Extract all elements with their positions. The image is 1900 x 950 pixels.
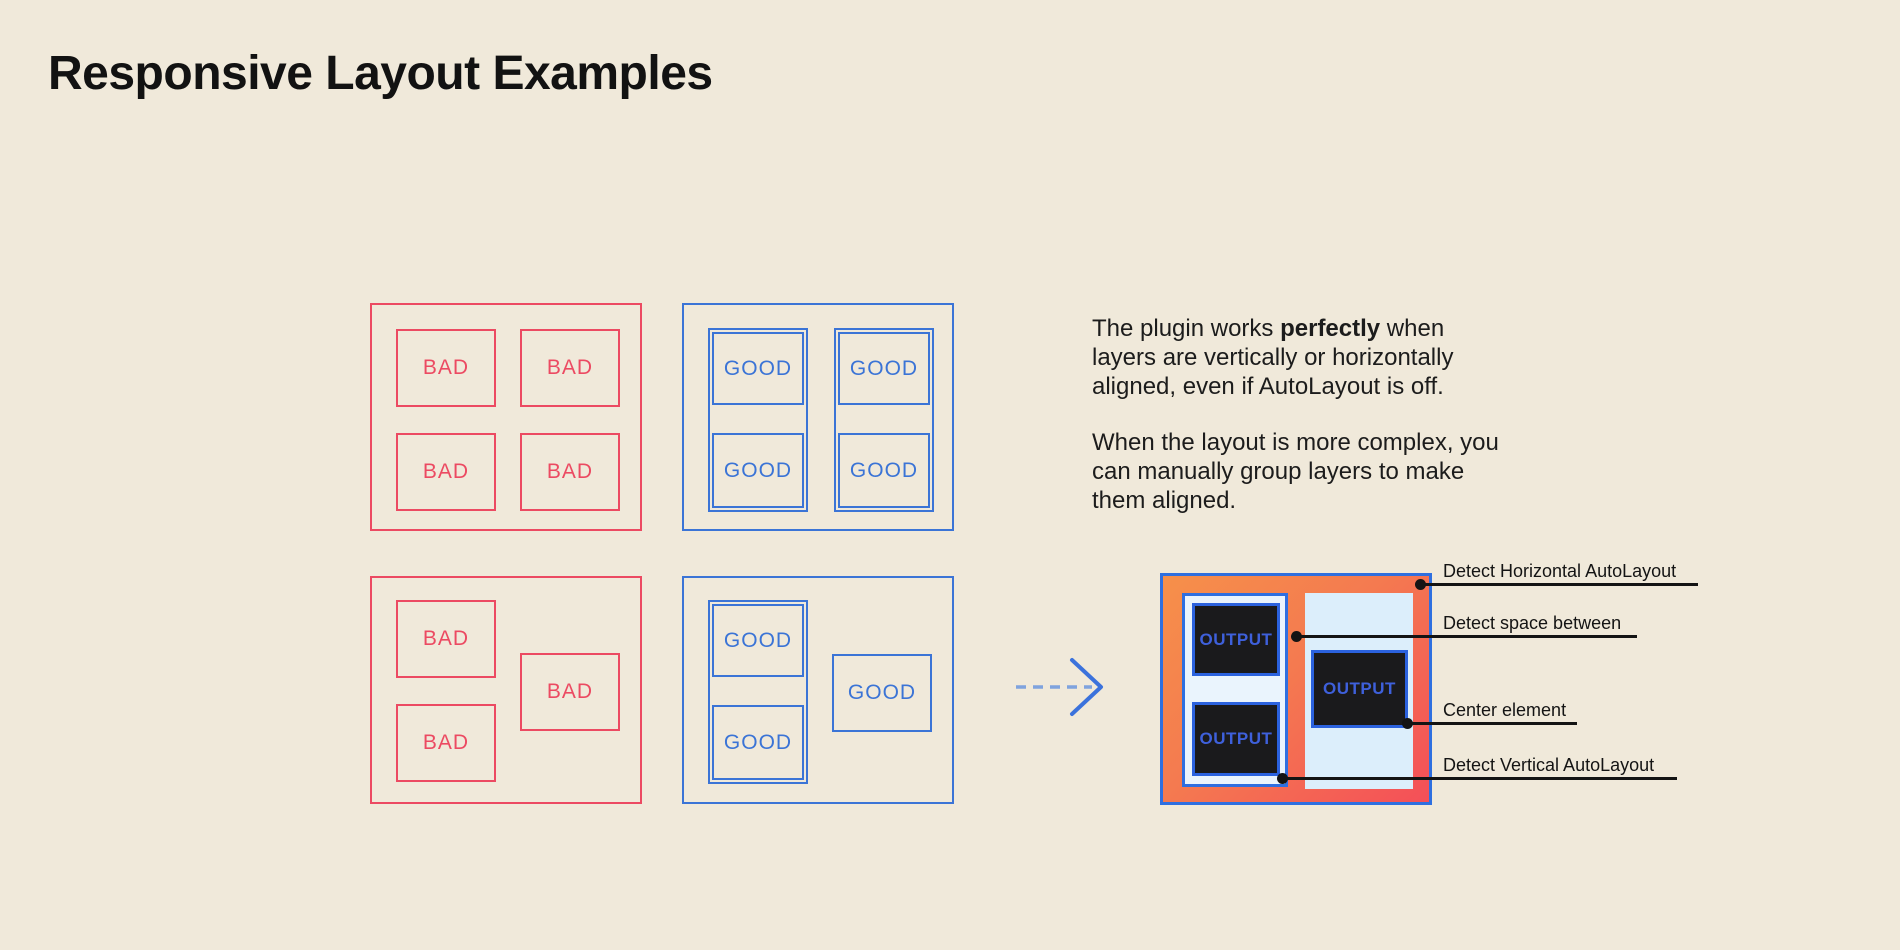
output-box: OUTPUT <box>1311 650 1408 728</box>
callout-dot <box>1277 773 1288 784</box>
example-bad-aligned-container: BAD BAD BAD BAD <box>370 303 642 531</box>
output-label: OUTPUT <box>1323 679 1396 698</box>
good-label: GOOD <box>723 356 793 380</box>
description-paragraph-1: The plugin works perfectly when layers a… <box>1092 315 1454 400</box>
callout-label-center-element: Center element <box>1443 700 1567 720</box>
bad-label: BAD <box>422 460 470 483</box>
transform-arrow-icon <box>1016 658 1103 716</box>
good-label: GOOD <box>723 458 793 482</box>
bold-word: perfectly <box>1280 315 1381 342</box>
callout-line-space-between <box>1291 631 1637 642</box>
good-box: GOOD <box>832 654 932 732</box>
output-center-panel: OUTPUT <box>1305 593 1413 789</box>
callout-line-center-element <box>1402 718 1577 729</box>
good-box: GOOD <box>838 433 930 508</box>
good-group-wrapper: GOOD GOOD <box>708 328 808 512</box>
callout-dot <box>1291 631 1302 642</box>
bad-label: BAD <box>422 356 470 379</box>
output-label: OUTPUT <box>1199 729 1273 748</box>
callout-label-detect-horizontal: Detect Horizontal AutoLayout <box>1443 561 1677 581</box>
bad-label: BAD <box>546 356 594 379</box>
bad-box: BAD <box>520 433 620 511</box>
bad-box: BAD <box>520 653 620 731</box>
output-vertical-group: OUTPUT OUTPUT <box>1182 593 1288 787</box>
good-label: GOOD <box>847 681 917 704</box>
bad-box: BAD <box>396 433 496 511</box>
good-label: GOOD <box>849 356 919 380</box>
bad-box: BAD <box>396 704 496 782</box>
bad-label: BAD <box>546 680 594 703</box>
output-autolayout-frame: OUTPUT OUTPUT OUTPUT <box>1160 573 1432 805</box>
callout-label-space-between: Detect space between <box>1443 613 1622 633</box>
example-bad-complex-container: BAD BAD BAD <box>370 576 642 804</box>
bad-box: BAD <box>396 600 496 678</box>
description-paragraph-2: When the layout is more complex, you can… <box>1092 429 1499 514</box>
good-label: GOOD <box>723 730 793 754</box>
callout-dot <box>1402 718 1413 729</box>
bad-label: BAD <box>422 627 470 650</box>
good-box: GOOD <box>712 433 804 508</box>
page-title: Responsive Layout Examples <box>48 47 713 100</box>
good-box: GOOD <box>712 705 804 780</box>
bad-box: BAD <box>396 329 496 407</box>
bad-label: BAD <box>546 460 594 483</box>
callout-dot <box>1415 579 1426 590</box>
output-box: OUTPUT <box>1192 603 1280 676</box>
example-good-complex-container: GOOD GOOD GOOD <box>682 576 954 804</box>
callout-label-detect-vertical: Detect Vertical AutoLayout <box>1443 755 1655 775</box>
good-box: GOOD <box>838 332 930 405</box>
example-good-aligned-container: GOOD GOOD GOOD GOOD <box>682 303 954 531</box>
description-text: The plugin works perfectly when layers a… <box>1092 314 1499 515</box>
good-label: GOOD <box>723 628 793 652</box>
good-label: GOOD <box>849 458 919 482</box>
good-group-wrapper: GOOD GOOD <box>708 600 808 784</box>
good-box: GOOD <box>712 332 804 405</box>
bad-label: BAD <box>422 731 470 754</box>
output-box: OUTPUT <box>1192 702 1280 776</box>
good-group-wrapper: GOOD GOOD <box>834 328 934 512</box>
bad-box: BAD <box>520 329 620 407</box>
callout-line-detect-horizontal <box>1415 579 1698 590</box>
good-box: GOOD <box>712 604 804 677</box>
callout-line-detect-vertical <box>1277 773 1677 784</box>
output-label: OUTPUT <box>1199 629 1273 649</box>
